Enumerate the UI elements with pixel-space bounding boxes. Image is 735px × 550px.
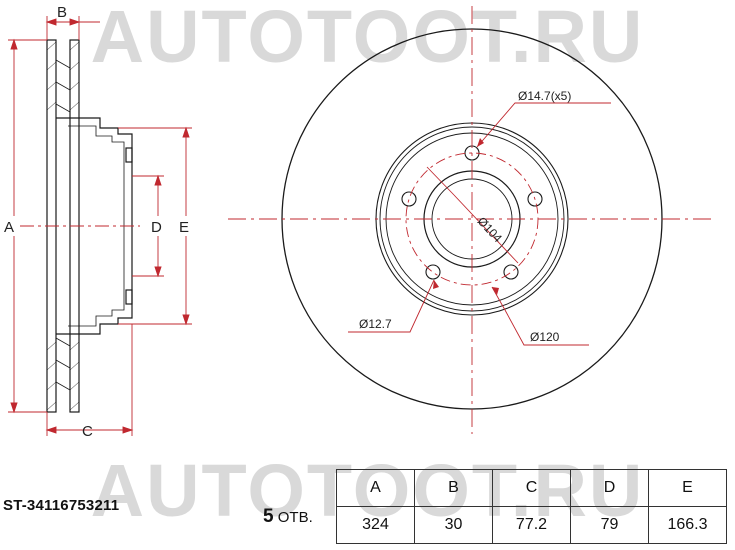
technical-drawing: A B C D E	[3, 4, 716, 440]
dim-label-e: E	[179, 219, 189, 236]
leader-small-hole	[348, 279, 435, 333]
holes-count-suffix: ОТВ.	[277, 509, 313, 526]
spec-value-e: 166.3	[648, 506, 727, 544]
spec-table: A B C D E 324 30 77.2 79 166.3	[256, 469, 727, 544]
bolt-hole	[503, 264, 519, 280]
holes-count: 5 ОТВ.	[263, 506, 313, 528]
spec-header-e: E	[648, 469, 727, 507]
spec-value-d: 79	[570, 506, 649, 544]
spec-header-d: D	[570, 469, 649, 507]
spec-table-header-row: A B C D E	[256, 469, 727, 507]
hat-step-bottom	[125, 289, 133, 305]
watermark-top: AUTOTOOT.RU	[90, 0, 645, 78]
bolt-hole	[425, 264, 441, 280]
hat-step-top	[125, 147, 133, 163]
cooling-vanes	[55, 59, 71, 391]
spec-value-c: 77.2	[492, 506, 571, 544]
spec-value-a: 324	[336, 506, 415, 544]
callout-small-hole: Ø12.7	[359, 317, 392, 331]
holes-count-number: 5	[263, 506, 274, 527]
leader-bolt-hole	[476, 102, 611, 148]
leader-pcd	[453, 194, 519, 264]
dim-label-d: D	[151, 219, 162, 236]
dim-label-b: B	[57, 4, 67, 21]
dim-label-c: C	[82, 423, 93, 440]
callout-bolt-hole: Ø14.7(x5)	[518, 89, 571, 103]
spec-table-value-row: 324 30 77.2 79 166.3	[256, 506, 727, 544]
side-view-labels: A B C D E	[3, 4, 194, 440]
spec-header-a: A	[336, 469, 415, 507]
front-view-construction	[228, 6, 716, 434]
callout-hub: Ø120	[530, 330, 560, 344]
leader-hub	[504, 309, 589, 346]
spec-header-b: B	[414, 469, 493, 507]
section-hatching	[46, 41, 80, 411]
spec-holes-cell	[256, 506, 337, 544]
spec-value-b: 30	[414, 506, 493, 544]
front-view: Ø14.7(x5) Ø104 Ø12.7 Ø120	[228, 6, 716, 434]
spec-header-c: C	[492, 469, 571, 507]
dim-label-a: A	[4, 219, 14, 236]
part-number: ST-34116753211	[3, 497, 120, 514]
bolt-hole	[401, 191, 417, 207]
spec-table-corner	[256, 470, 337, 507]
